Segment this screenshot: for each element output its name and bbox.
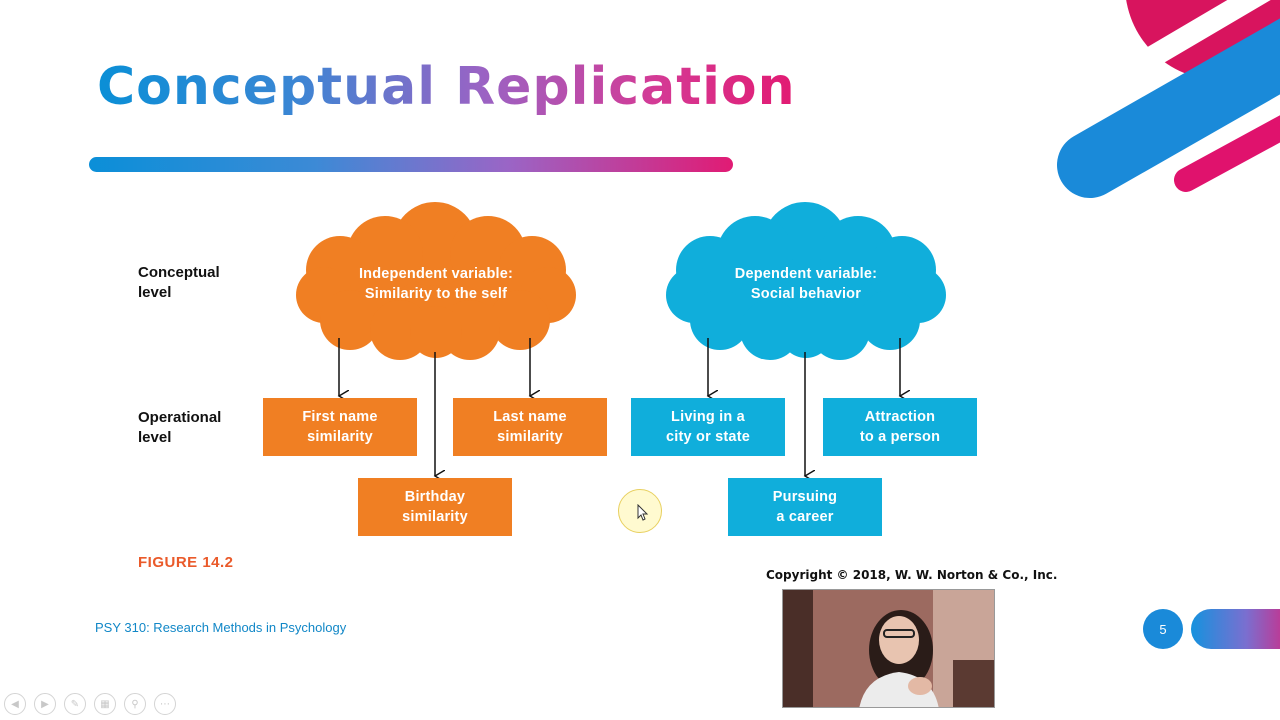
last-name-similarity-box: Last name similarity <box>453 398 607 456</box>
next-icon[interactable]: ▶ <box>34 693 56 715</box>
page-number: 5 <box>1159 621 1167 637</box>
operational-label-line-1: Operational <box>138 409 222 426</box>
first-name-similarity-box: First name similarity <box>263 398 417 456</box>
dependent-variable-cloud <box>666 202 946 360</box>
prev-icon[interactable]: ◀ <box>4 693 26 715</box>
box-line: a career <box>776 509 834 525</box>
slides-icon[interactable]: ▦ <box>94 693 116 715</box>
box-line: First name <box>302 409 378 425</box>
page-number-badge: 5 <box>1143 609 1183 649</box>
title-underline <box>89 157 733 172</box>
box-line: to a person <box>859 429 941 445</box>
independent-variable-text: Independent variable: Similarity to the … <box>326 264 546 304</box>
attraction-person-box: Attraction to a person <box>823 398 977 456</box>
pen-icon[interactable]: ✎ <box>64 693 86 715</box>
pursuing-career-box: Pursuing a career <box>728 478 882 536</box>
conceptual-label-line-1: Conceptual <box>138 264 220 281</box>
box-line: similarity <box>402 509 468 525</box>
operational-level-label: Operational level <box>138 408 221 448</box>
birthday-similarity-box: Birthday similarity <box>358 478 512 536</box>
more-icon[interactable]: ⋯ <box>154 693 176 715</box>
box-line: Birthday <box>404 489 466 505</box>
mouse-pointer-icon <box>637 504 649 521</box>
box-line: similarity <box>497 429 563 445</box>
player-controls: ◀ ▶ ✎ ▦ ⚲ ⋯ <box>4 693 176 715</box>
living-city-state-box: Living in a city or state <box>631 398 785 456</box>
dependent-line-1: Dependent variable: <box>734 266 878 282</box>
independent-line-2: Similarity to the self <box>364 286 508 302</box>
box-line: city or state <box>666 429 750 445</box>
box-line: Pursuing <box>772 489 838 505</box>
box-line: Attraction <box>864 409 936 425</box>
slide-title: Conceptual Replication <box>97 52 796 122</box>
box-line: Living in a <box>671 409 745 425</box>
conceptual-level-label: Conceptual level <box>138 263 220 303</box>
dependent-variable-text: Dependent variable: Social behavior <box>696 264 916 304</box>
operational-label-line-2: level <box>138 429 172 446</box>
conceptual-label-line-2: level <box>138 284 172 301</box>
box-line: Last name <box>493 409 567 425</box>
page-accent-bar <box>1191 609 1280 649</box>
presenter-image <box>783 590 994 707</box>
dependent-line-2: Social behavior <box>750 286 862 302</box>
course-footer: PSY 310: Research Methods in Psychology <box>95 620 347 635</box>
figure-label: FIGURE 14.2 <box>138 554 234 571</box>
webcam-video <box>782 589 995 708</box>
independent-line-1: Independent variable: <box>358 266 514 282</box>
zoom-icon[interactable]: ⚲ <box>124 693 146 715</box>
copyright-text: Copyright © 2018, W. W. Norton & Co., In… <box>766 568 1058 582</box>
box-line: similarity <box>307 429 373 445</box>
independent-variable-cloud <box>296 202 576 360</box>
